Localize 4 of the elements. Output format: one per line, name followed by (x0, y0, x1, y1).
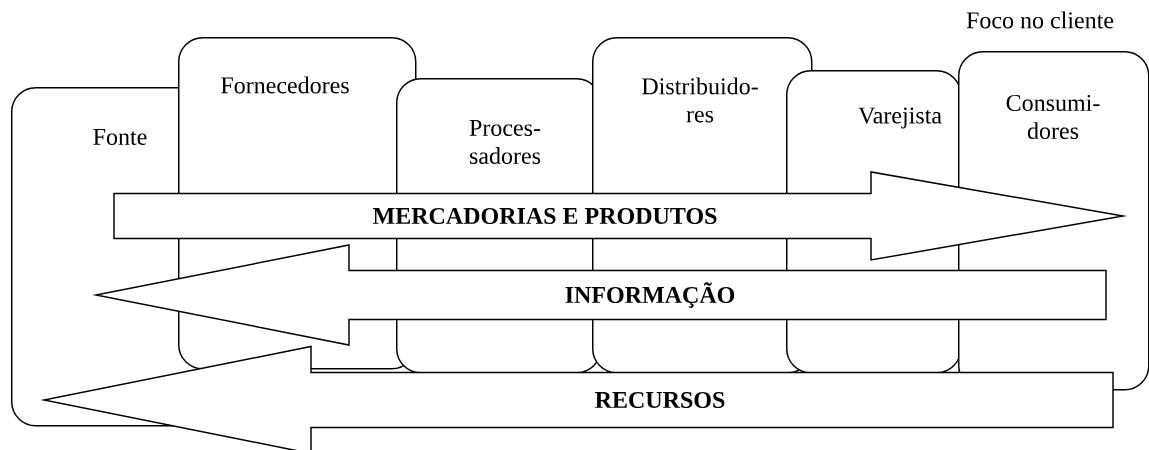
block-arrow (92, 244, 1107, 346)
block-arrow (40, 345, 1114, 450)
note-text: Foco no cliente (966, 11, 1114, 29)
node-label: Consumi- dores (1006, 94, 1100, 140)
